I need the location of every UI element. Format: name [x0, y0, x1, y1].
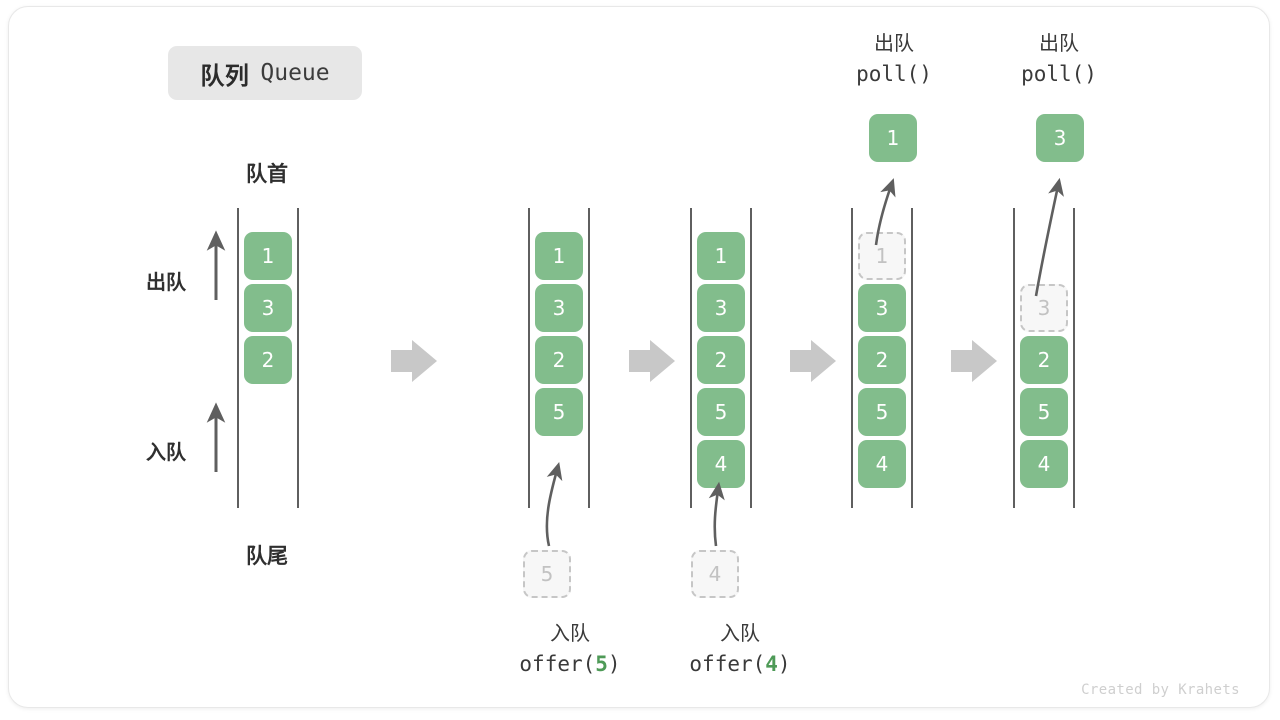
queue-element: 1: [697, 232, 745, 280]
offer-fn-text: offer(: [689, 652, 766, 676]
offer-close-paren: ): [607, 652, 621, 676]
queue-element: 3: [535, 284, 583, 332]
operation-label-offer-4: 入队 offer(4): [640, 620, 840, 679]
page-title-en: Queue: [260, 60, 330, 86]
offer-close-paren: ): [777, 652, 791, 676]
offer-arg-4: 4: [765, 652, 778, 676]
queue-element: 3: [244, 284, 292, 332]
operation-label-offer-5: 入队 offer(5): [470, 620, 670, 679]
queue-element: 2: [858, 336, 906, 384]
rail-left: [528, 208, 530, 508]
diagram-card: [8, 6, 1270, 708]
page-title-cn: 队列: [200, 62, 250, 90]
offer-arg-5: 5: [595, 652, 608, 676]
operation-code-poll-2: poll(): [1021, 62, 1097, 86]
queue-column-after-poll-1: 1 3 2 5 4: [851, 208, 913, 508]
diagram-title-badge: 队列 Queue: [168, 46, 362, 100]
rail-left: [690, 208, 692, 508]
queue-head-label: 队首: [246, 163, 288, 186]
operation-cn-offer-5: 入队: [550, 623, 590, 645]
offer-fn-text: offer(: [519, 652, 596, 676]
dequeue-direction-label: 出队: [146, 272, 186, 294]
operation-code-offer-4: offer(4): [640, 649, 840, 679]
operation-label-poll-1: 出队 poll(): [800, 30, 988, 89]
queue-element: 1: [244, 232, 292, 280]
queue-element: 5: [697, 388, 745, 436]
operation-cn-offer-4: 入队: [720, 623, 760, 645]
rail-left: [237, 208, 239, 508]
operation-label-poll-2: 出队 poll(): [965, 30, 1153, 89]
queue-element: 2: [535, 336, 583, 384]
queue-column-after-offer-5: 1 3 2 5: [528, 208, 590, 508]
watermark-credit: Created by Krahets: [1081, 682, 1240, 698]
operation-cn-poll-2: 出队: [1039, 33, 1079, 55]
rail-right: [588, 208, 590, 508]
queue-element: 5: [858, 388, 906, 436]
rail-right: [297, 208, 299, 508]
incoming-element-5: 5: [523, 550, 571, 598]
enqueue-direction-label: 入队: [146, 442, 186, 464]
queue-element: 2: [244, 336, 292, 384]
popped-element-1: 1: [869, 114, 917, 162]
queue-element: 4: [697, 440, 745, 488]
queue-element: 4: [858, 440, 906, 488]
rail-left: [851, 208, 853, 508]
queue-element: 3: [697, 284, 745, 332]
operation-cn-poll-1: 出队: [874, 33, 914, 55]
queue-element: 2: [1020, 336, 1068, 384]
queue-element: 5: [1020, 388, 1068, 436]
rail-left: [1013, 208, 1015, 508]
queue-element-removed: 3: [1020, 284, 1068, 332]
queue-element-removed: 1: [858, 232, 906, 280]
operation-code-poll-1: poll(): [856, 62, 932, 86]
rail-right: [1073, 208, 1075, 508]
queue-element: 3: [858, 284, 906, 332]
popped-element-3: 3: [1036, 114, 1084, 162]
rail-right: [750, 208, 752, 508]
incoming-element-4: 4: [691, 550, 739, 598]
queue-element: 5: [535, 388, 583, 436]
queue-tail-label: 队尾: [246, 545, 288, 568]
queue-element: 4: [1020, 440, 1068, 488]
queue-element: 1: [535, 232, 583, 280]
operation-code-offer-5: offer(5): [470, 649, 670, 679]
rail-right: [911, 208, 913, 508]
queue-column-initial: 1 3 2: [237, 208, 299, 508]
queue-column-after-poll-3: 3 2 5 4: [1013, 208, 1075, 508]
queue-element: 2: [697, 336, 745, 384]
queue-column-after-offer-4: 1 3 2 5 4: [690, 208, 752, 508]
